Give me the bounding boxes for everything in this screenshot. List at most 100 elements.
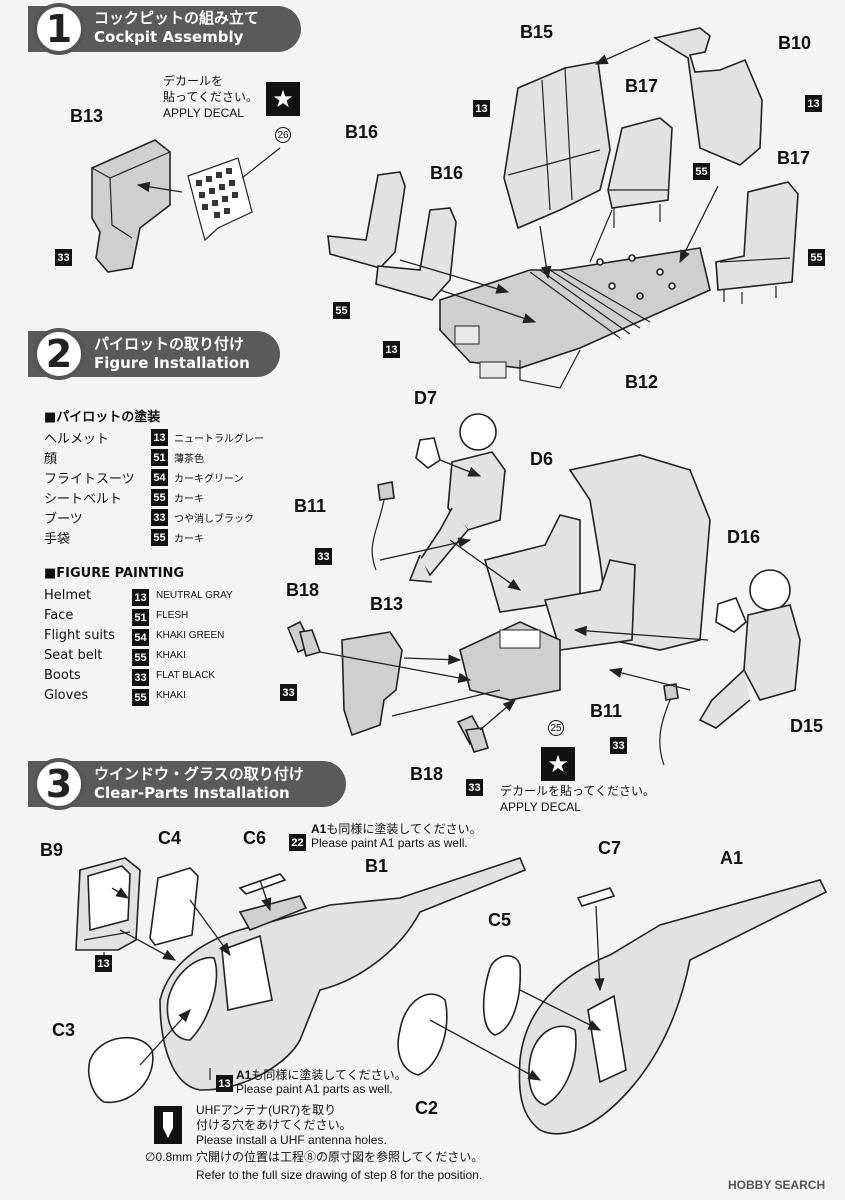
part-c4-glass — [149, 867, 199, 946]
part-b16-seat-right — [375, 207, 457, 301]
decal-star-icon-step2: ★ — [541, 747, 575, 781]
color-13-b15: 13 — [473, 100, 490, 117]
note1-line1: A1も同様に塗装してください。 — [311, 822, 482, 836]
part-c7-glass — [576, 887, 616, 907]
painting-title-en: ■FIGURE PAINTING — [44, 566, 185, 581]
part-c3-glass — [88, 1036, 154, 1104]
label-b11-right: B11 — [590, 701, 623, 721]
note2-line1: A1も同様に塗装してください。 — [236, 1068, 407, 1082]
note1-en: Please paint A1 parts as well. — [311, 836, 468, 850]
part-b13-hood — [91, 139, 171, 273]
color-55-b16: 55 — [333, 302, 350, 319]
part-b17-seat-lower — [715, 181, 799, 304]
part-c2-glass — [397, 993, 448, 1076]
step1-number: 1 — [33, 3, 85, 55]
color-13-b9: 13 — [95, 955, 112, 972]
figure-pilot-d15 — [698, 569, 801, 729]
step1-title-en: Cockpit Assembly — [94, 28, 244, 46]
part-c6-glass — [238, 873, 287, 895]
label-b15: B15 — [520, 22, 554, 42]
label-b17-upper: B17 — [625, 76, 659, 96]
antenna-jp-2: 付ける穴をあけてください。 — [196, 1118, 352, 1132]
label-c3: C3 — [52, 1020, 76, 1040]
color-22-b1: 22 — [289, 834, 306, 851]
decal-note-jp-1: デカールを — [163, 74, 224, 88]
part-b18-pedals-left — [286, 620, 322, 657]
part-b16-seat-left — [327, 171, 406, 269]
part-c5-glass — [482, 955, 522, 1036]
position-jp: 穴開けの位置は工程⑧の原寸図を参照してください。 — [196, 1150, 484, 1164]
color-33-b11-left: 33 — [315, 548, 332, 565]
decal-panel-26 — [187, 157, 253, 242]
part-b11-belt-left — [371, 481, 395, 571]
step3-number: 3 — [33, 758, 85, 810]
antenna-jp-1: UHFアンテナ(UR7)を取り — [196, 1103, 337, 1117]
decal-number-26: 26 — [275, 127, 291, 143]
label-c4: C4 — [158, 828, 182, 848]
color-13-b10: 13 — [805, 95, 822, 112]
decal-note-jp-2: 貼ってください。 — [163, 90, 259, 104]
part-b9-door — [75, 857, 141, 951]
part-b13-hood-step2 — [341, 631, 403, 737]
part-b1-fuselage — [159, 857, 527, 1091]
label-c6: C6 — [243, 828, 267, 848]
color-55-b17-lower: 55 — [808, 249, 825, 266]
label-b11-left: B11 — [294, 496, 327, 516]
part-b17-seat-upper — [607, 117, 673, 228]
label-c7: C7 — [598, 838, 622, 858]
part-a1-fuselage — [518, 879, 828, 1135]
color-13-b12: 13 — [383, 341, 400, 358]
label-b16-left: B16 — [345, 122, 379, 142]
label-b18-right: B18 — [410, 764, 444, 784]
color-13-b1: 13 — [216, 1075, 233, 1092]
color-33-b18-right: 33 — [466, 779, 483, 796]
part-b18-pedals-right — [456, 714, 489, 753]
label-b16-right: B16 — [430, 163, 464, 183]
label-c2: C2 — [415, 1098, 439, 1118]
label-d15: D15 — [790, 716, 824, 736]
drill-icon — [154, 1106, 182, 1144]
step3-title-en: Clear-Parts Installation — [94, 784, 290, 802]
step2-title-en: Figure Installation — [94, 354, 250, 372]
decal-star-icon: ★ — [266, 82, 300, 116]
part-b12-floor — [439, 247, 711, 389]
label-b13-step2: B13 — [370, 594, 404, 614]
color-33-b13: 33 — [55, 249, 72, 266]
position-en: Refer to the full size drawing of step 8… — [196, 1168, 483, 1182]
color-33-b11-right: 33 — [610, 737, 627, 754]
label-d7: D7 — [414, 388, 438, 408]
watermark: HOBBY SEARCH — [728, 1178, 826, 1192]
part-b11-belt-right — [659, 683, 679, 766]
decal-note-en: APPLY DECAL — [163, 106, 244, 120]
color-33-b18-left: 33 — [280, 684, 297, 701]
label-a1: A1 — [720, 848, 744, 868]
label-d6: D6 — [530, 449, 554, 469]
painting-title-jp: ■パイロットの塗装 — [44, 410, 161, 425]
color-55-b17-upper: 55 — [693, 163, 710, 180]
label-b18-left: B18 — [286, 580, 320, 600]
part-b10-wall — [652, 27, 763, 166]
label-d16: D16 — [727, 527, 761, 547]
label-b10: B10 — [778, 33, 812, 53]
part-d16-arm — [715, 597, 747, 633]
label-b17-lower: B17 — [777, 148, 811, 168]
step2-number: 2 — [33, 328, 85, 380]
step3-title-jp: ウインドウ・グラスの取り付け — [94, 765, 304, 783]
note2-en: Please paint A1 parts as well. — [236, 1082, 393, 1096]
figure-pilot-d6 — [408, 413, 506, 583]
label-c5: C5 — [488, 910, 512, 930]
decal-number-25: 25 — [548, 720, 564, 736]
